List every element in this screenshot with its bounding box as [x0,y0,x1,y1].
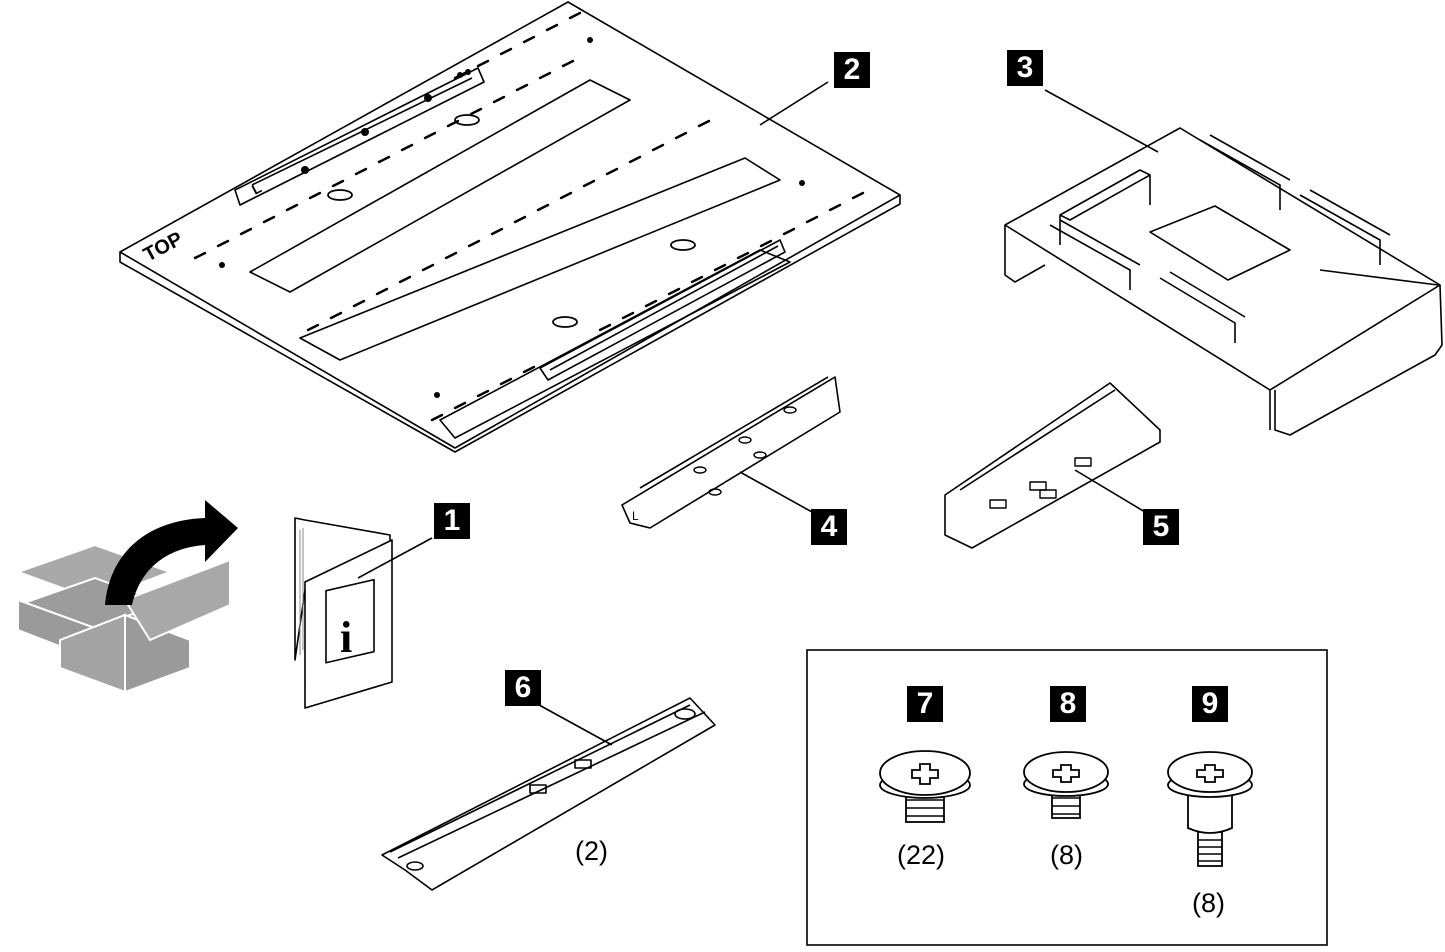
leader-2 [759,81,829,126]
callout-2: 2 [834,52,870,88]
leader-5 [1074,469,1146,513]
part-2-top-plate [119,1,901,453]
unpack-arrow-icon [105,500,238,605]
qty-part-7: (22) [897,840,946,870]
callout-5: 5 [1143,509,1179,545]
callout-8: 8 [1050,686,1086,722]
callout-9: 9 [1192,686,1228,722]
leader-4 [739,471,813,513]
part-7-screw [879,750,971,823]
callout-1: 1 [434,503,470,539]
qty-part-9: (8) [1192,888,1225,918]
callout-4: 4 [811,509,847,545]
info-icon: i [340,613,352,662]
screws-frame [806,649,1328,946]
part-4-left-bracket: L [621,376,841,529]
part-3-tray [1004,127,1443,436]
part-5-right-bracket [944,382,1161,549]
qty-part-6: (2) [575,836,608,866]
svg-text:L: L [632,509,639,523]
leader-6 [529,699,613,746]
leader-3 [1044,89,1159,153]
callout-3: 3 [1007,50,1043,86]
part-8-screw [1023,751,1109,819]
callout-6: 6 [505,670,541,706]
part-9-screw [1167,751,1253,867]
qty-part-8: (8) [1050,840,1083,870]
leader-1 [357,537,433,579]
callout-7: 7 [907,686,943,722]
part-1-info-sheet [294,517,393,709]
svg-text:i: i [340,613,352,662]
part-6-rail [381,697,716,891]
